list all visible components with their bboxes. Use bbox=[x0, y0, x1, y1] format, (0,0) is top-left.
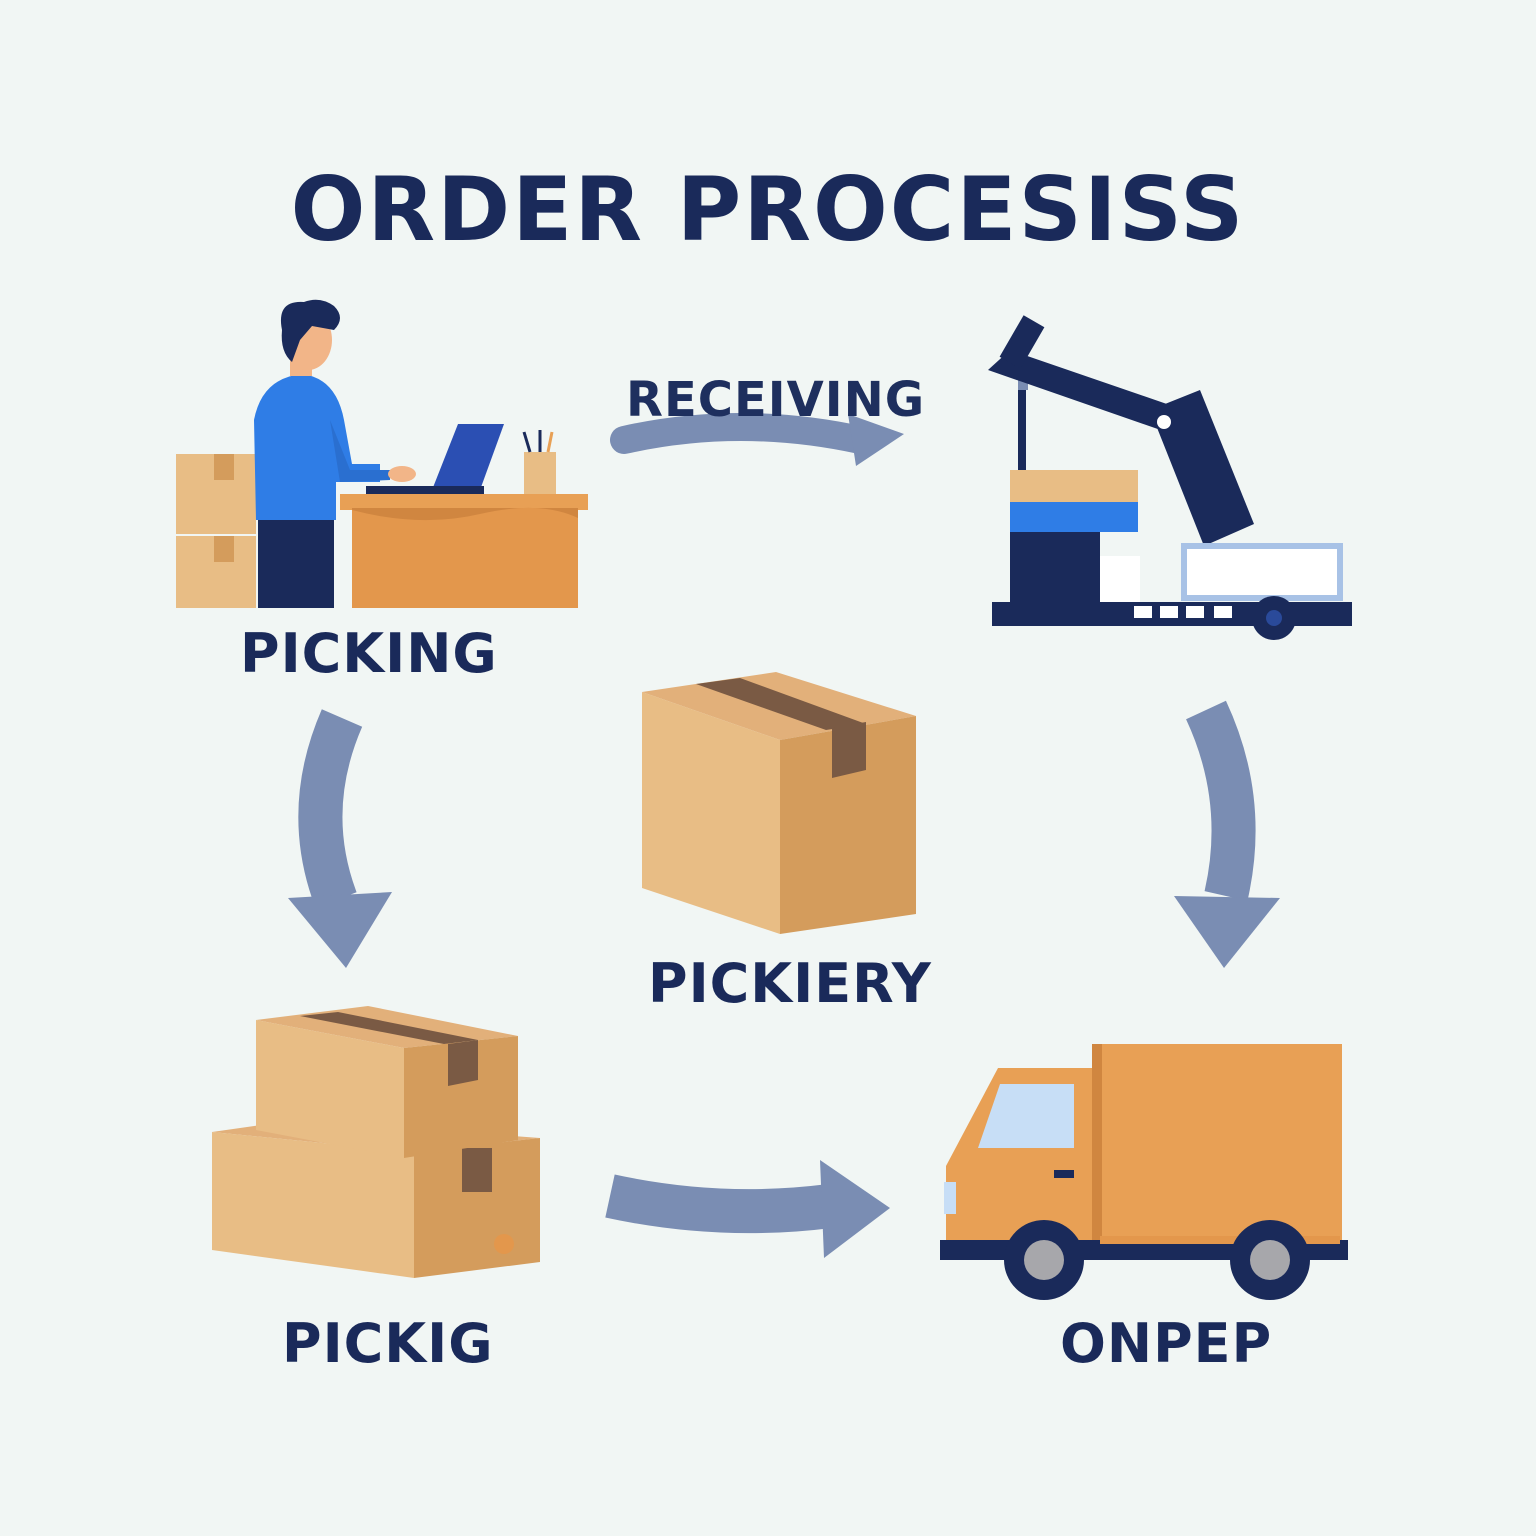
stacked-boxes-icon bbox=[212, 1006, 540, 1278]
diagram-title: ORDER PROCESISS bbox=[290, 158, 1246, 261]
cardboard-box-icon bbox=[642, 672, 916, 934]
step-label-picking: PICKING bbox=[240, 622, 498, 685]
delivery-truck-icon bbox=[940, 1044, 1348, 1300]
arrow-top bbox=[610, 413, 904, 466]
arrow-left-down bbox=[288, 709, 392, 968]
forklift-machine-icon bbox=[988, 315, 1352, 640]
worker-at-desk-icon bbox=[176, 299, 588, 608]
arrow-right-down bbox=[1174, 700, 1280, 968]
step-label-receiving: RECEIVING bbox=[626, 372, 926, 428]
arrow-bottom bbox=[605, 1160, 890, 1258]
step-label-onpep: ONPEP bbox=[1060, 1312, 1273, 1375]
step-label-pickig: PICKIG bbox=[282, 1312, 494, 1375]
step-label-pickiery: PICKIERY bbox=[648, 952, 932, 1015]
